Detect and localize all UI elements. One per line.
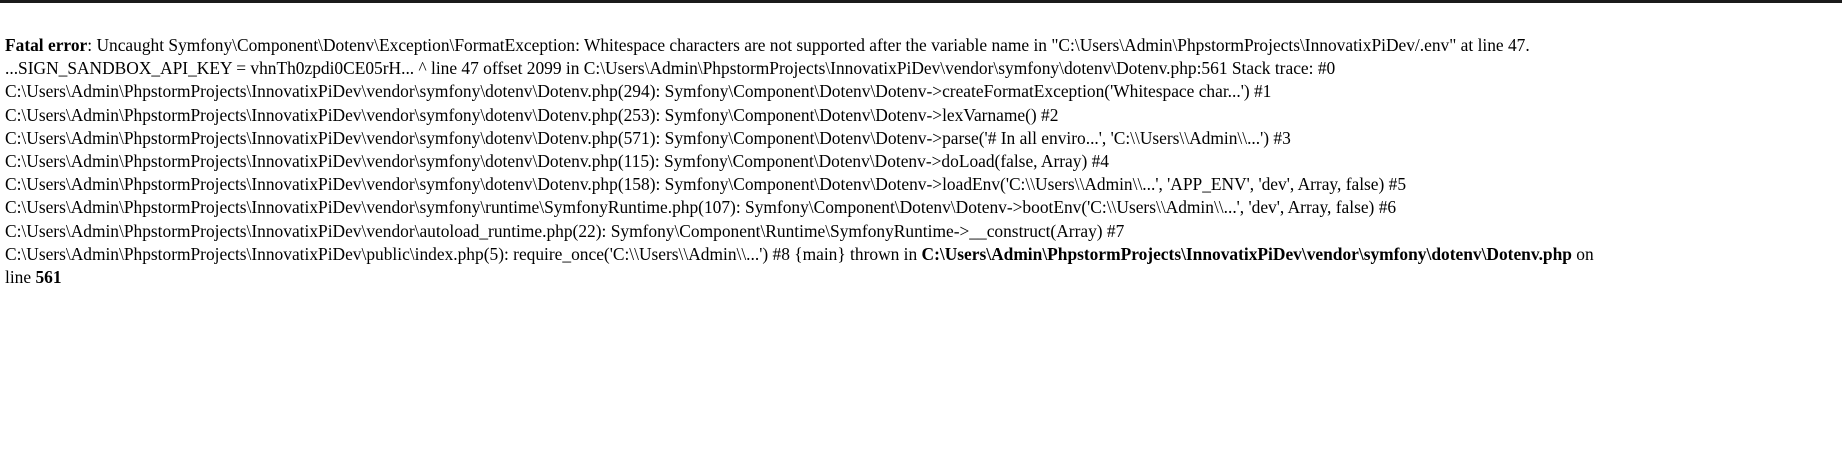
error-line-number-row: line 561 <box>5 266 1837 289</box>
line-word: line <box>5 267 36 288</box>
error-line-1: Fatal error: Uncaught Symfony\Component\… <box>5 34 1837 57</box>
php-fatal-error-message: Fatal error: Uncaught Symfony\Component\… <box>5 34 1837 289</box>
stack-trace-last-frame: C:\Users\Admin\PhpstormProjects\Innovati… <box>5 243 1837 266</box>
stack-trace-frame: C:\Users\Admin\PhpstormProjects\Innovati… <box>5 220 1125 241</box>
error-line-2: ...SIGN_SANDBOX_API_KEY = vhnTh0zpdi0CE0… <box>5 58 1336 79</box>
last-frame-text: C:\Users\Admin\PhpstormProjects\Innovati… <box>5 243 922 264</box>
exception-message: Uncaught Symfony\Component\Dotenv\Except… <box>96 35 1530 55</box>
stack-trace-frame: C:\Users\Admin\PhpstormProjects\Innovati… <box>5 127 1291 148</box>
stack-trace-frame: C:\Users\Admin\PhpstormProjects\Innovati… <box>5 174 1407 195</box>
stack-trace-frame: C:\Users\Admin\PhpstormProjects\Innovati… <box>5 81 1272 102</box>
fatal-error-label: Fatal error <box>5 35 88 55</box>
thrown-file-path: C:\Users\Admin\PhpstormProjects\Innovati… <box>921 243 1572 264</box>
stack-trace-frame: C:\Users\Admin\PhpstormProjects\Innovati… <box>5 151 1109 172</box>
label-separator: : <box>87 35 97 55</box>
top-border <box>0 0 1842 3</box>
error-line-number: 561 <box>35 267 62 288</box>
stack-trace-frame: C:\Users\Admin\PhpstormProjects\Innovati… <box>5 104 1059 125</box>
on-text: on <box>1571 243 1594 264</box>
stack-trace-frame: C:\Users\Admin\PhpstormProjects\Innovati… <box>5 197 1397 218</box>
